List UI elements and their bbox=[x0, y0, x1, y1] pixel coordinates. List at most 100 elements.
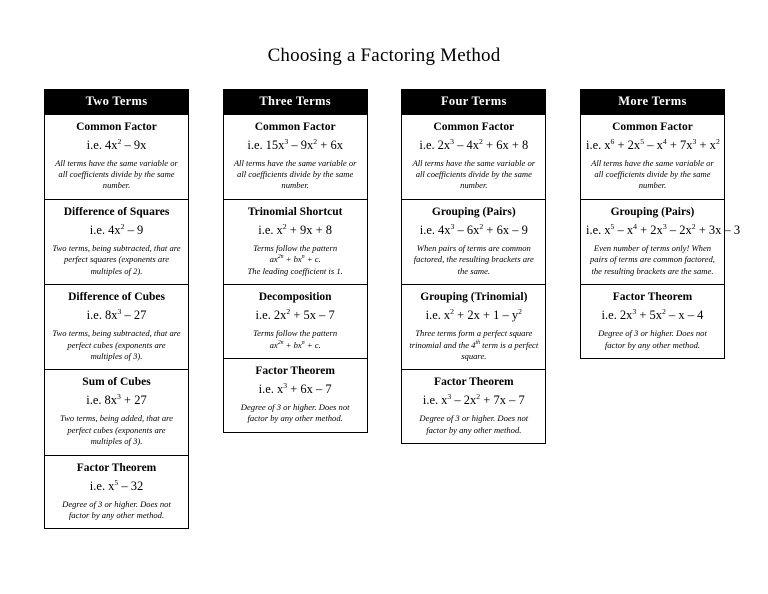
page-title: Choosing a Factoring Method bbox=[267, 45, 501, 66]
method-cell: Grouping (Trinomial) i.e.x2 + 2x + 1 – y2… bbox=[402, 284, 546, 369]
method-cell: Factor Theorem i.e.x5 – 32 Degree of 3 or … bbox=[45, 454, 188, 529]
example-prefix: i.e. bbox=[419, 222, 436, 237]
example-prefix: i.e. bbox=[585, 137, 602, 152]
method-example: i.e.x5 – 32 bbox=[50, 477, 183, 494]
method-title: Factor Theorem bbox=[76, 461, 157, 474]
method-description: All terms have the same variable or all … bbox=[233, 157, 357, 191]
method-description: All terms have the same variable or all … bbox=[591, 157, 714, 191]
column-header: Four Terms bbox=[402, 90, 546, 114]
example-prefix: i.e. bbox=[422, 393, 439, 408]
example-expression: x2 + 9x + 8 bbox=[276, 221, 333, 237]
method-cell: Factor Theorem i.e.x3 + 6x – 7 Degree of 3… bbox=[223, 357, 367, 432]
example-expression: x2 + 2x + 1 – y2 bbox=[443, 307, 522, 323]
method-title: Common Factor bbox=[433, 120, 515, 133]
method-title: Common Factor bbox=[612, 120, 693, 133]
example-expression: x6 + 2x5 – x4 + 7x3 + x2 bbox=[604, 136, 720, 152]
example-expression: 2x2 + 5x – 7 bbox=[273, 307, 335, 323]
method-description: Degree of 3 or higher. Does not factor b… bbox=[419, 413, 529, 435]
example-expression: x5 – 32 bbox=[108, 477, 144, 493]
method-cell: Difference of Cubes i.e.8x3 – 27 Two terms… bbox=[45, 284, 188, 369]
example-expression: 2x3 + 5x2 – x – 4 bbox=[619, 307, 704, 323]
method-description: All terms have the same variable or all … bbox=[412, 157, 536, 191]
example-prefix: i.e. bbox=[255, 308, 271, 323]
example-expression: x5 – x4 + 2x3 – 2x2 + 3x – 3 bbox=[604, 221, 741, 237]
method-title: Common Factor bbox=[254, 120, 336, 133]
example-prefix: i.e. bbox=[601, 308, 617, 323]
method-example: i.e.4x3 – 6x2 + 6x – 9 bbox=[407, 221, 540, 238]
method-example: i.e.x3 – 2x2 + 7x – 7 bbox=[407, 393, 540, 408]
example-prefix: i.e. bbox=[425, 308, 441, 323]
method-example: i.e.x6 + 2x5 – x4 + 7x3 + x2 bbox=[585, 136, 720, 153]
method-title: Factor Theorem bbox=[612, 291, 693, 303]
method-cell: Sum of Cubes i.e.8x3 + 27 Two terms, being… bbox=[45, 369, 188, 454]
method-description: Even number of terms only! When pairs of… bbox=[590, 242, 715, 276]
method-example: i.e.8x3 – 27 bbox=[50, 308, 183, 323]
method-example: i.e.2x3 + 5x2 – x – 4 bbox=[586, 308, 719, 323]
method-cell: Grouping (Pairs) i.e.x5 – x4 + 2x3 – 2x2 … bbox=[580, 198, 740, 284]
example-prefix: i.e. bbox=[247, 137, 263, 152]
method-title: Decomposition bbox=[258, 291, 332, 303]
example-prefix: i.e. bbox=[89, 222, 106, 237]
example-prefix: i.e. bbox=[86, 137, 102, 152]
example-expression: 4x2 – 9 bbox=[108, 221, 144, 237]
method-description: Two terms, being subtracted, that are pe… bbox=[52, 242, 181, 276]
method-example: i.e.4x2 – 9x bbox=[50, 136, 183, 153]
method-cell: Decomposition i.e.2x2 + 5x – 7 Terms follo… bbox=[223, 284, 367, 358]
method-example: i.e.x2 + 9x + 8 bbox=[229, 221, 362, 238]
example-prefix: i.e. bbox=[86, 393, 102, 408]
method-title: Difference of Cubes bbox=[68, 291, 165, 303]
method-description: Three terms form a perfect square trinom… bbox=[409, 328, 539, 361]
example-prefix: i.e. bbox=[585, 222, 602, 237]
example-expression: 4x2 – 9x bbox=[104, 136, 147, 152]
method-title: Grouping (Pairs) bbox=[431, 205, 516, 218]
method-description: Two terms, being added, that are perfect… bbox=[60, 413, 173, 447]
method-example: i.e.8x3 + 27 bbox=[50, 393, 183, 408]
example-expression: x3 – 2x2 + 7x – 7 bbox=[441, 392, 525, 408]
method-cell: Factor Theorem i.e.x3 – 2x2 + 7x – 7 Degre… bbox=[402, 369, 546, 443]
method-description: All terms have the same variable or all … bbox=[55, 157, 178, 191]
method-cell: Common Factor i.e.2x3 – 4x2 + 6x + 8 All t… bbox=[402, 113, 546, 199]
method-example: i.e.15x3 – 9x2 + 6x bbox=[229, 137, 362, 153]
method-title: Common Factor bbox=[76, 120, 157, 133]
method-example: i.e.2x2 + 5x – 7 bbox=[229, 308, 362, 323]
method-cell: Grouping (Pairs) i.e.4x3 – 6x2 + 6x – 9 Wh… bbox=[402, 198, 546, 284]
example-expression: x3 + 6x – 7 bbox=[276, 380, 332, 397]
method-cell: Common Factor i.e.15x3 – 9x2 + 6x All term… bbox=[223, 113, 367, 199]
column-header: More Terms bbox=[580, 90, 724, 114]
column-header: Two Terms bbox=[45, 90, 188, 114]
example-prefix: i.e. bbox=[419, 137, 435, 152]
method-description: When pairs of terms are common factored,… bbox=[413, 242, 534, 276]
example-expression: 4x3 – 6x2 + 6x – 9 bbox=[438, 221, 528, 237]
method-example: i.e.2x3 – 4x2 + 6x + 8 bbox=[407, 136, 540, 153]
method-title: Grouping (Pairs) bbox=[610, 205, 695, 218]
method-title: Grouping (Trinomial) bbox=[420, 291, 528, 303]
method-description: Degree of 3 or higher. Does not factor b… bbox=[62, 498, 171, 521]
column-header: Three Terms bbox=[223, 90, 367, 114]
method-description: Two terms, being subtracted, that are pe… bbox=[52, 328, 181, 361]
method-cell: Common Factor i.e.x6 + 2x5 – x4 + 7x3 + x… bbox=[580, 113, 724, 199]
method-description: Degree of 3 or higher. Does not factor b… bbox=[598, 328, 707, 350]
example-expression: 8x3 + 27 bbox=[104, 392, 147, 408]
method-example: i.e.4x2 – 9 bbox=[50, 221, 183, 238]
example-prefix: i.e. bbox=[86, 308, 102, 323]
method-title: Sum of Cubes bbox=[82, 376, 151, 389]
method-description: Degree of 3 or higher. Does not factor b… bbox=[240, 402, 350, 424]
example-prefix: i.e. bbox=[258, 222, 274, 237]
method-title: Factor Theorem bbox=[255, 364, 335, 377]
method-cell: Common Factor i.e.4x2 – 9x All terms have … bbox=[45, 113, 188, 199]
method-example: i.e.x3 + 6x – 7 bbox=[229, 382, 362, 397]
method-title: Difference of Squares bbox=[63, 205, 170, 218]
method-title: Factor Theorem bbox=[434, 376, 514, 389]
example-prefix: i.e. bbox=[89, 478, 106, 493]
method-example: i.e.x2 + 2x + 1 – y2 bbox=[407, 308, 540, 323]
method-cell: Factor Theorem i.e.2x3 + 5x2 – x – 4 Degre… bbox=[580, 284, 724, 358]
example-prefix: i.e. bbox=[258, 382, 274, 397]
example-expression: 8x3 – 27 bbox=[104, 307, 147, 323]
example-expression: 2x3 – 4x2 + 6x + 8 bbox=[437, 136, 529, 152]
